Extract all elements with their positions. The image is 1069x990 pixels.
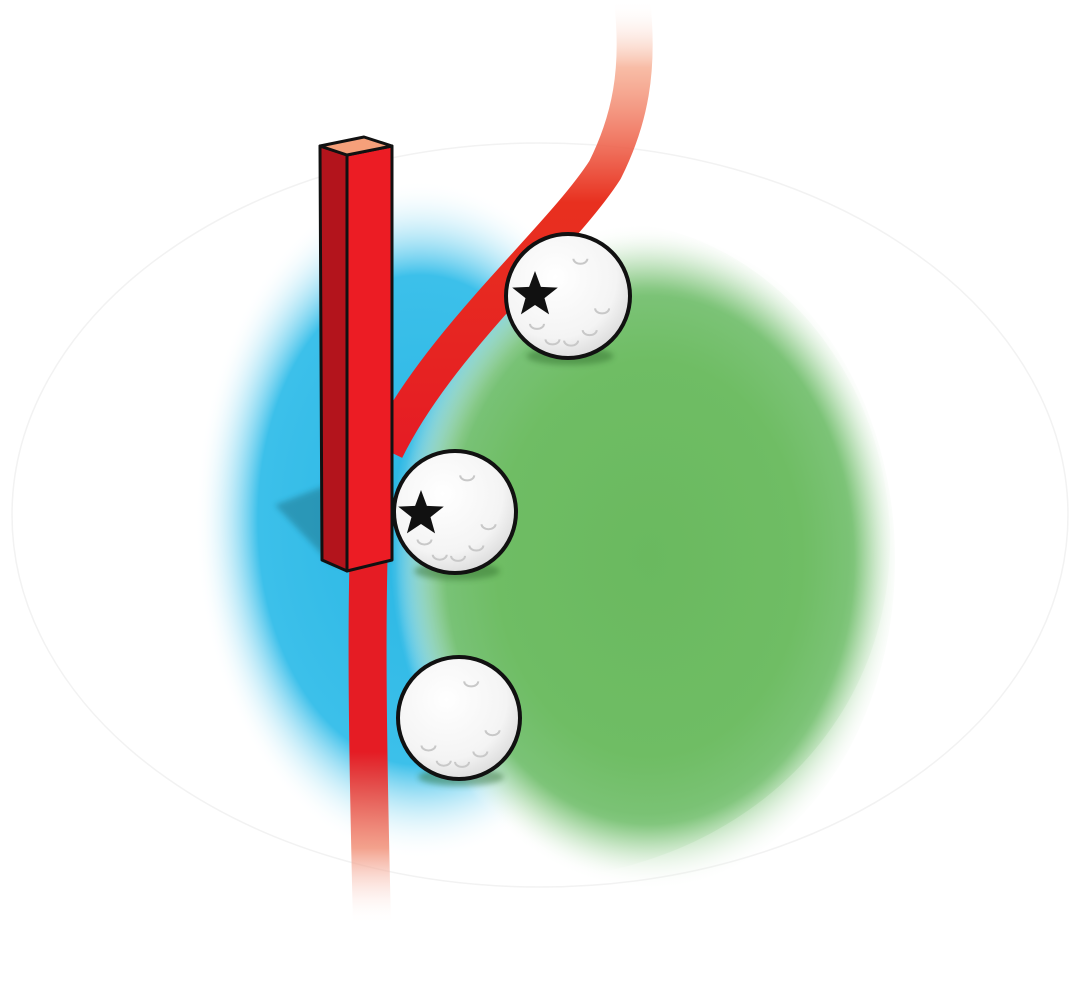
red-stake xyxy=(320,137,392,571)
golf-ball-icon xyxy=(398,657,520,779)
